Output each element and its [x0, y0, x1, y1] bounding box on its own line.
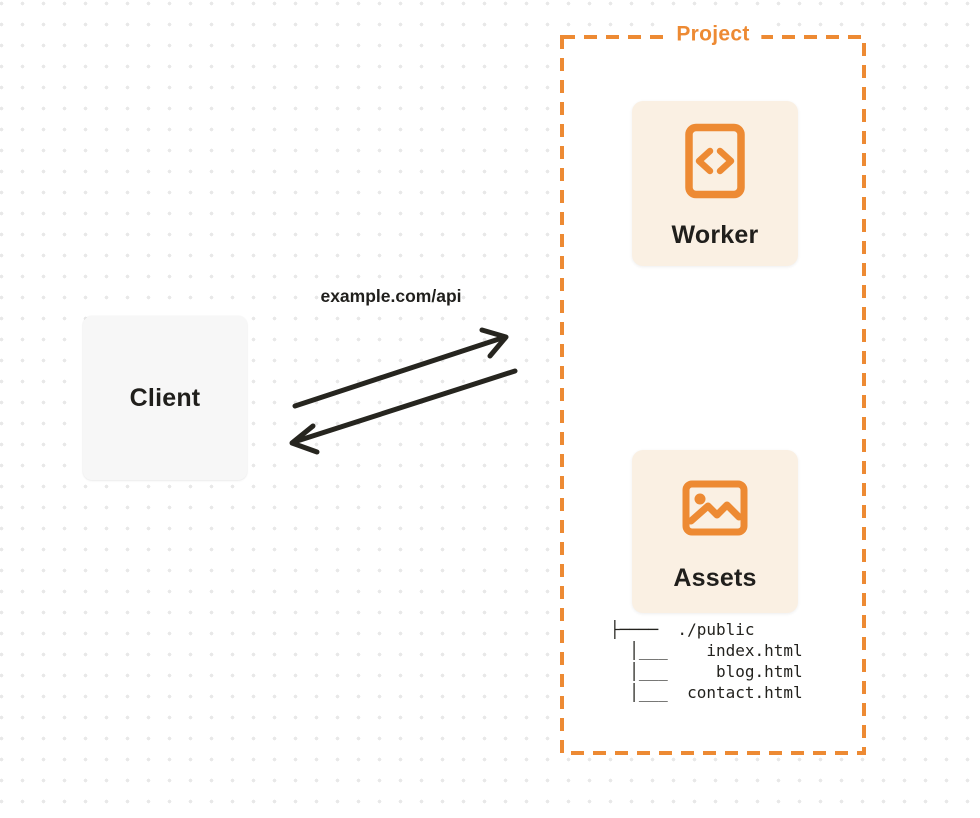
request-arrow-head: [479, 327, 509, 359]
worker-label: Worker: [671, 221, 759, 249]
file-tree-item: │___ index.html: [610, 641, 803, 660]
request-url-label: example.com/api: [320, 286, 462, 306]
worker-node: Worker: [632, 101, 798, 266]
image-icon: [682, 480, 748, 536]
response-arrow-head: [289, 423, 320, 455]
file-tree: ├──── ./public │___ index.html │___ blog…: [610, 619, 803, 703]
client-node: Client: [83, 316, 247, 480]
project-dashed-border: [560, 35, 866, 755]
project-label: Project: [664, 22, 762, 47]
assets-node: Assets: [632, 450, 798, 613]
response-arrow-line: [294, 368, 518, 444]
file-tree-root: ├──── ./public: [610, 620, 755, 639]
file-tree-item: │___ blog.html: [610, 662, 803, 681]
file-tree-item: │___ contact.html: [610, 683, 803, 702]
client-label: Client: [129, 383, 201, 412]
code-file-icon: [684, 123, 746, 199]
request-arrow-line: [292, 335, 505, 409]
project-container: Project Worker Assets: [560, 22, 866, 755]
assets-label: Assets: [673, 564, 757, 592]
